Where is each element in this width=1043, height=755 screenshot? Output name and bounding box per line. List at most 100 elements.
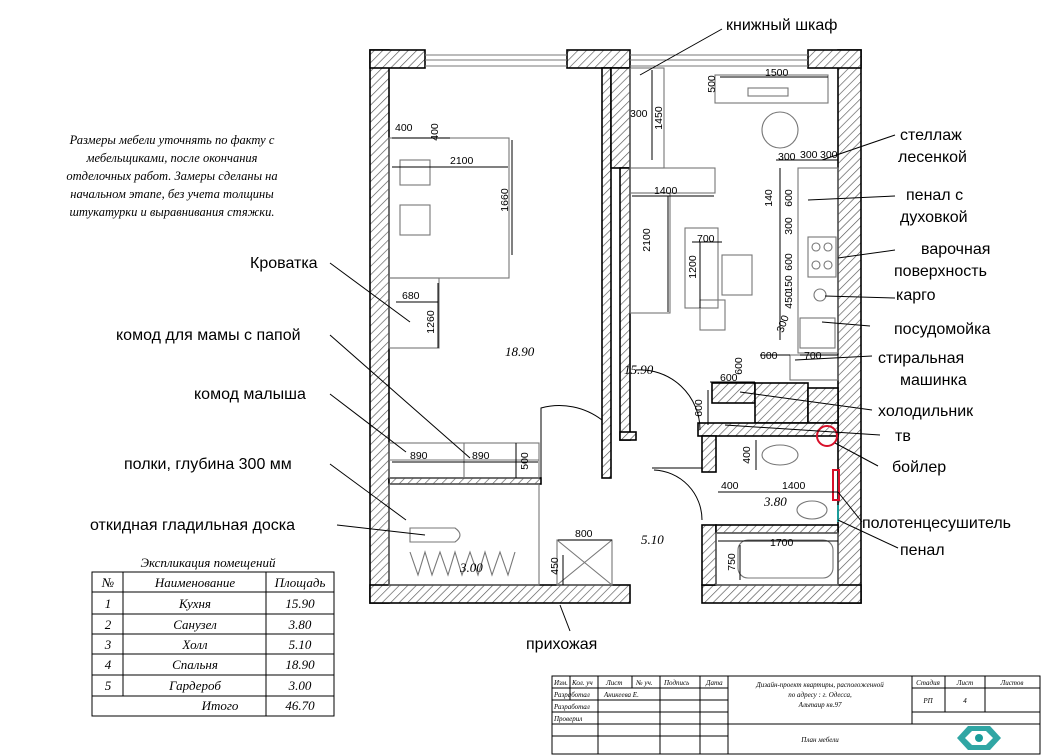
doors bbox=[540, 369, 703, 521]
dim-text: 1200 bbox=[687, 255, 699, 279]
bedroom-door-icon bbox=[540, 405, 603, 478]
stamp-h5: Подпись bbox=[663, 679, 689, 687]
wall-right bbox=[837, 49, 862, 604]
dim-text: 2100 bbox=[450, 155, 474, 167]
walls bbox=[369, 49, 862, 604]
dim-text: 600 bbox=[783, 189, 795, 207]
stamp-h4: № уч. bbox=[635, 679, 653, 687]
dim-text: 1260 bbox=[425, 310, 437, 334]
stamp-stage-value: РП bbox=[922, 697, 933, 705]
wall-top-left bbox=[369, 49, 426, 69]
stamp-h3: Лист bbox=[605, 679, 622, 687]
furniture bbox=[388, 67, 840, 586]
dim-text: 680 bbox=[402, 290, 420, 302]
stamp-r1: Разработал bbox=[553, 691, 590, 699]
armchair-icon bbox=[721, 254, 753, 296]
label-fridge: холодильник bbox=[878, 403, 974, 420]
label-shelf-ladder-1: стеллаж bbox=[900, 127, 962, 144]
area-wardrobe: 3.00 bbox=[459, 560, 483, 575]
table-cell: Холл bbox=[181, 637, 208, 652]
wall-bath-left-lower bbox=[701, 524, 717, 586]
dim-text: 750 bbox=[726, 553, 738, 571]
cargo-icon bbox=[813, 288, 827, 302]
callout-labels: книжный шкаф стеллаж лесенкой пенал с ду… bbox=[90, 17, 1011, 653]
label-hob-2: поверхность bbox=[894, 263, 987, 280]
wall-bath-left-upper bbox=[701, 435, 717, 473]
dim-text: 300 bbox=[820, 149, 838, 161]
dim-text: 700 bbox=[697, 233, 715, 245]
wall-kitchen-stub bbox=[619, 431, 637, 441]
label-crib: Кроватка bbox=[250, 255, 318, 272]
label-boiler: бойлер bbox=[892, 459, 946, 476]
wall-kitchen-left bbox=[619, 167, 631, 441]
label-bookcase: книжный шкаф bbox=[726, 17, 837, 34]
kitchen-door-icon bbox=[635, 369, 701, 431]
dim-text: 300 bbox=[775, 314, 792, 335]
wall-top-right bbox=[807, 49, 862, 69]
table-cell: 2 bbox=[105, 617, 112, 632]
label-parents-dresser: комод для мамы с папой bbox=[116, 327, 301, 344]
stamp-h1: Изм. bbox=[553, 679, 568, 687]
dim-text: 500 bbox=[706, 75, 718, 93]
table-cell: 1 bbox=[105, 596, 112, 611]
toilet-icon bbox=[796, 500, 828, 520]
crib-icon bbox=[388, 277, 440, 349]
dim-text: 300 bbox=[630, 108, 648, 120]
label-hob-1: варочная bbox=[921, 241, 990, 258]
dim-text: 1500 bbox=[765, 67, 789, 79]
leader-lines bbox=[329, 28, 899, 632]
stamp-r1v: Аникеева Е. bbox=[603, 691, 639, 699]
dim-text: 1400 bbox=[782, 480, 806, 492]
wall-boiler-niche bbox=[807, 387, 839, 424]
stamp-r3: Проверил bbox=[553, 715, 582, 723]
label-hallway: прихожая bbox=[526, 636, 597, 653]
dim-text: 300 bbox=[778, 151, 796, 163]
boiler-icon bbox=[816, 425, 838, 447]
dim-text: 1400 bbox=[654, 185, 678, 197]
table-cell: 18.90 bbox=[285, 657, 315, 672]
stamp-r2: Разработал bbox=[553, 703, 590, 711]
wall-bottom-left bbox=[369, 584, 631, 604]
label-baby-dresser: комод малыша bbox=[194, 386, 306, 403]
table-cell: Гардероб bbox=[168, 678, 221, 693]
label-dishwasher: посудомойка bbox=[894, 321, 990, 338]
sofa-icon bbox=[629, 192, 671, 314]
dim-text: 600 bbox=[783, 253, 795, 271]
label-shelves: полки, глубина 300 мм bbox=[124, 456, 292, 473]
table-header-number: № bbox=[101, 575, 114, 590]
dim-text: 400 bbox=[741, 446, 753, 464]
label-cargo: карго bbox=[896, 287, 936, 304]
washbasin-icon bbox=[761, 444, 799, 466]
table-cell: 5.10 bbox=[289, 637, 312, 652]
stamp-sheet-title: План мебели bbox=[800, 736, 839, 744]
dim-text: 890 bbox=[410, 450, 428, 462]
table-header-area: Площадь bbox=[274, 575, 326, 590]
wall-bookcase-column bbox=[610, 67, 631, 169]
wall-fridge-back bbox=[754, 382, 809, 424]
label-oven-2: духовкой bbox=[900, 209, 968, 226]
label-penal: пенал bbox=[900, 542, 945, 559]
area-bath: 3.80 bbox=[763, 494, 787, 509]
table-cell: Санузел bbox=[173, 617, 217, 632]
note-line-1: Размеры мебели уточнять по факту с bbox=[69, 133, 275, 147]
note-line-5: штукатурки и выравнивания стяжки. bbox=[69, 205, 274, 219]
stamp-sheet-value: 4 bbox=[963, 697, 967, 705]
note-line-3: отделочных работ. Замеры сделаны на bbox=[66, 169, 277, 183]
explication-table: Экспликация помещений № Наименование Пло… bbox=[91, 555, 335, 717]
stamp-project-3: Альтаир кв.97 bbox=[798, 701, 842, 709]
label-towel-dryer: полотенцесушитель bbox=[862, 515, 1011, 532]
dim-text: 300 bbox=[783, 217, 795, 235]
dim-text: 600 bbox=[693, 399, 705, 417]
wall-bath-middle bbox=[715, 524, 839, 534]
dim-text: 890 bbox=[472, 450, 490, 462]
chair-icon bbox=[761, 111, 799, 149]
dim-text: 450 bbox=[549, 557, 561, 575]
kitchen-counter-icon bbox=[797, 167, 839, 354]
dim-text: 150 bbox=[783, 275, 795, 293]
stamp-stage-header: Стадия bbox=[916, 679, 940, 687]
hangers-icon bbox=[409, 550, 516, 577]
table-cell: Кухня bbox=[178, 596, 211, 611]
table-icon bbox=[684, 227, 719, 309]
